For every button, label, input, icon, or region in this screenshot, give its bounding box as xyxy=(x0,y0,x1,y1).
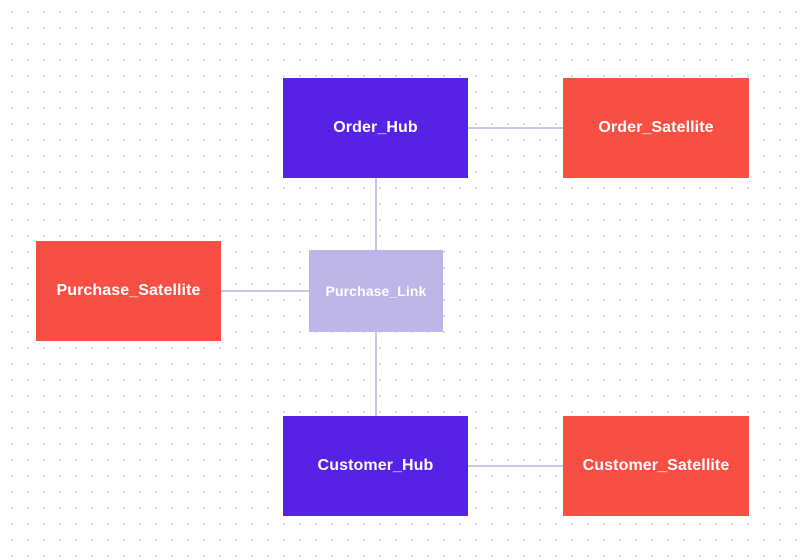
node-label: Order_Hub xyxy=(333,119,418,136)
node-label: Purchase_Satellite xyxy=(56,282,201,299)
node-customer-hub[interactable]: Customer_Hub xyxy=(283,416,468,516)
node-label: Customer_Satellite xyxy=(582,457,730,474)
node-label: Purchase_Link xyxy=(325,283,427,299)
node-purchase-link[interactable]: Purchase_Link xyxy=(309,250,443,332)
node-purchase-satellite[interactable]: Purchase_Satellite xyxy=(36,241,221,341)
node-order-hub[interactable]: Order_Hub xyxy=(283,78,468,178)
node-label: Customer_Hub xyxy=(317,457,434,474)
node-label: Order_Satellite xyxy=(598,119,714,136)
node-customer-satellite[interactable]: Customer_Satellite xyxy=(563,416,749,516)
node-order-satellite[interactable]: Order_Satellite xyxy=(563,78,749,178)
